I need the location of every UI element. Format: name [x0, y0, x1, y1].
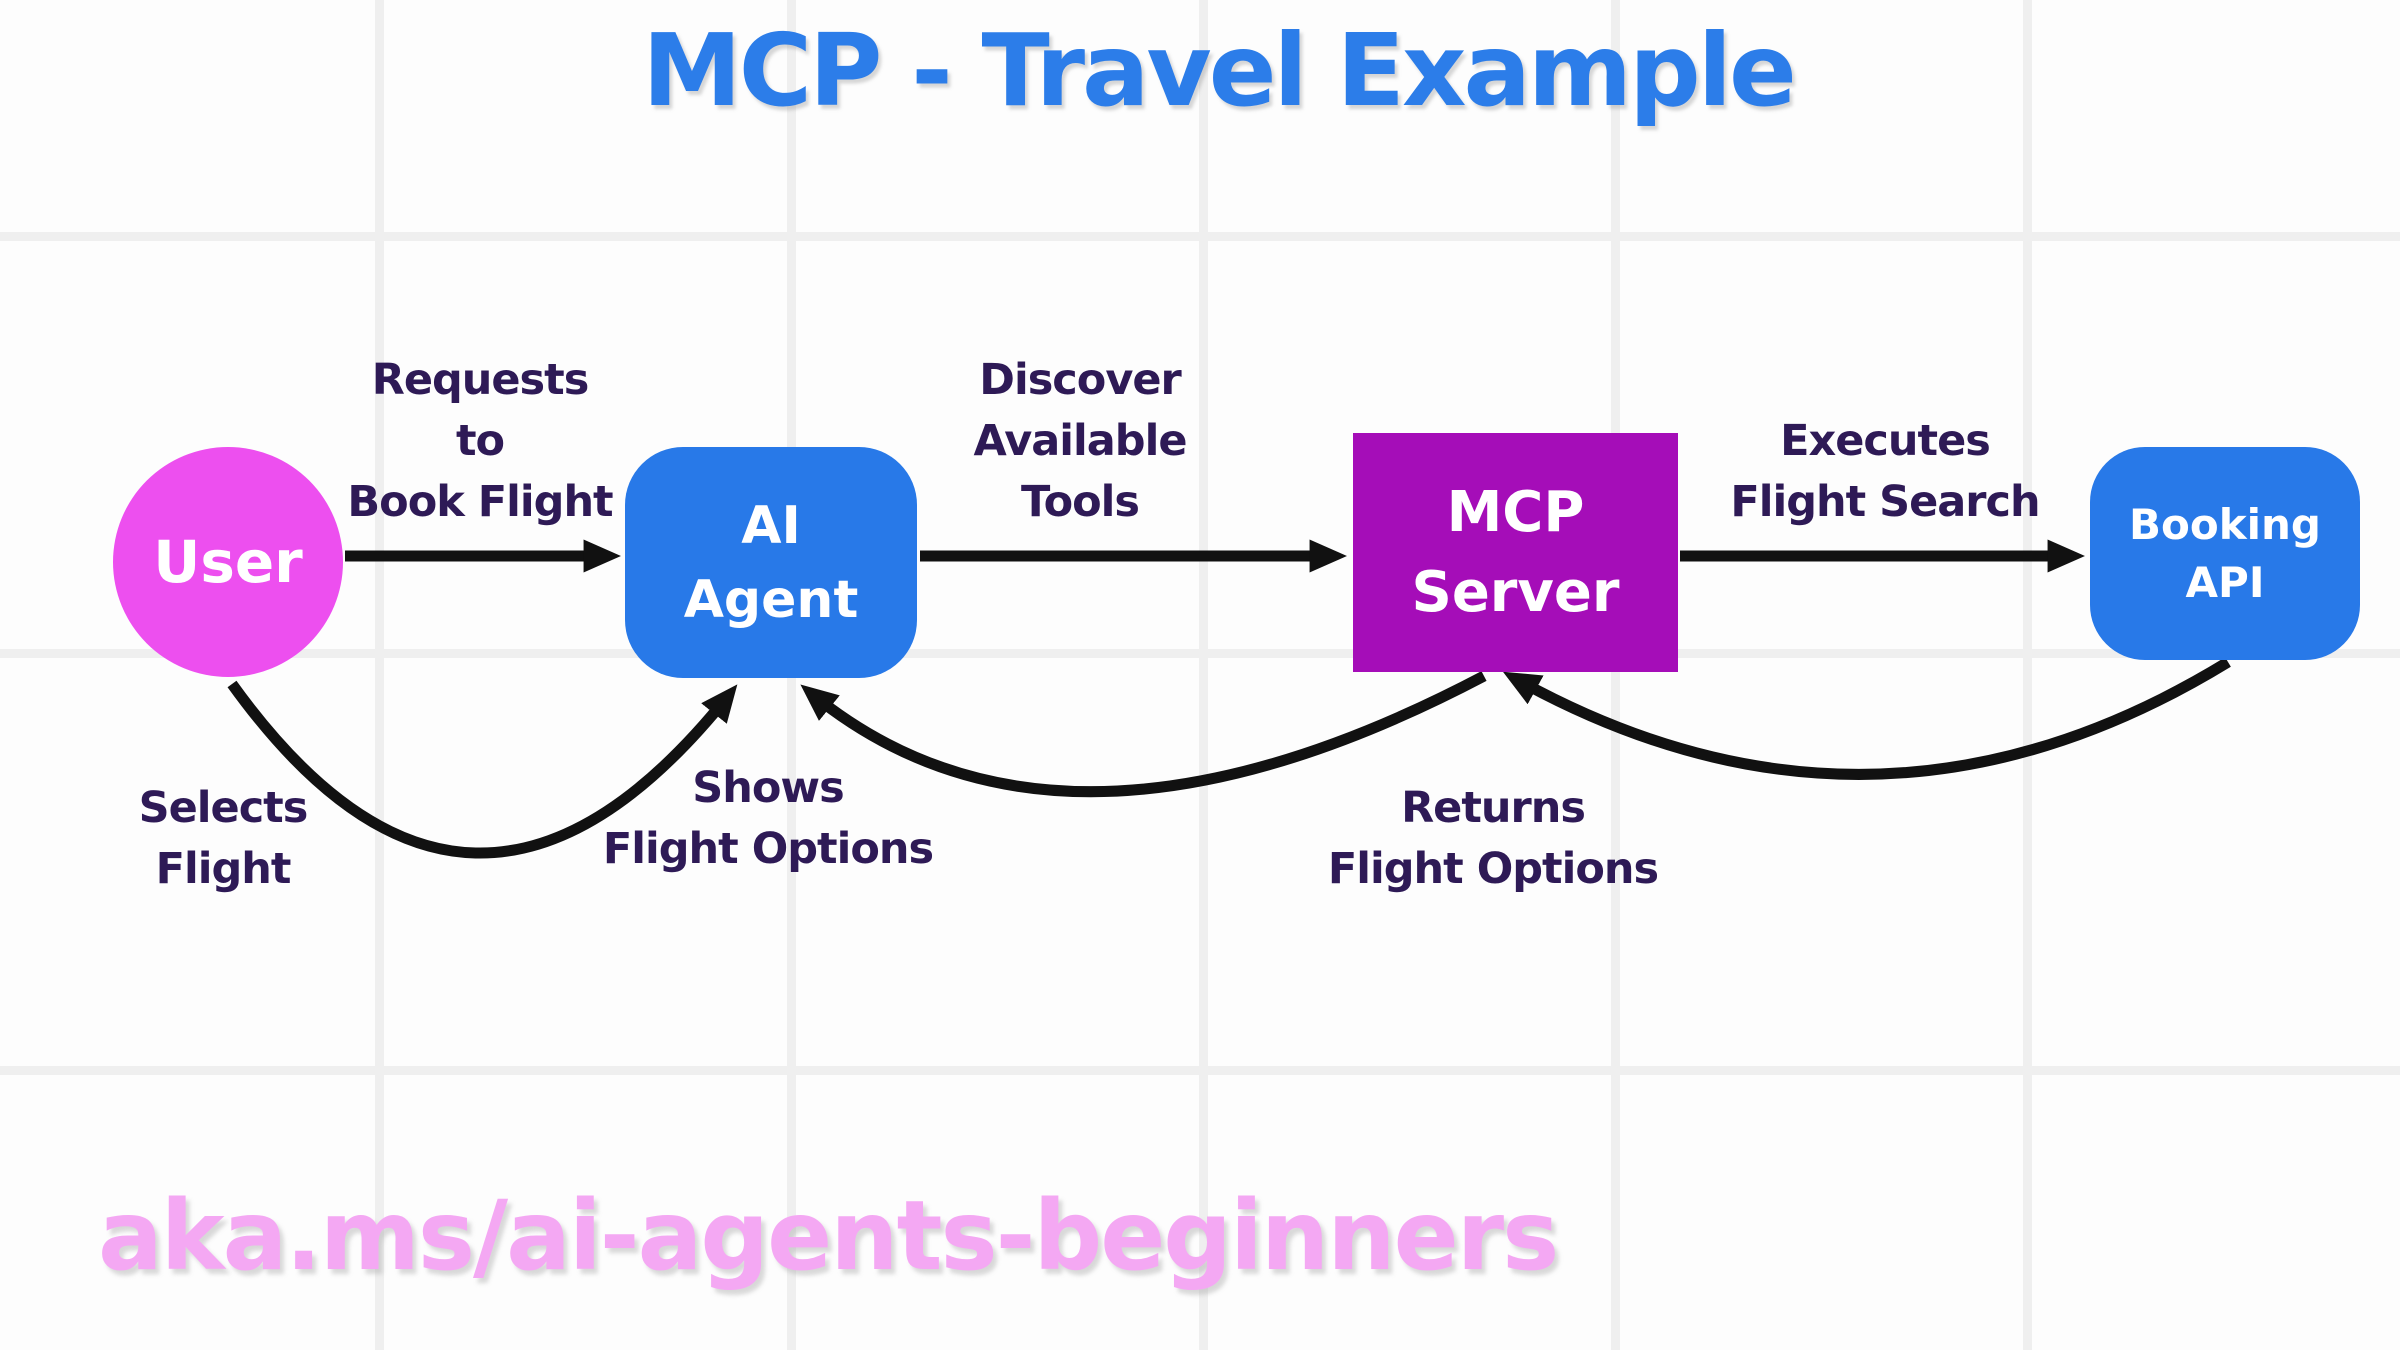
node-ai-agent: AI Agent	[625, 447, 917, 678]
edge-booking-api-returns-options	[1502, 657, 2231, 780]
edge-label-discover-available-tools: Discover Available Tools	[973, 355, 1188, 527]
edge-label-executes-flight-search: Executes Flight Search	[1730, 416, 2040, 527]
page-title: MCP - Travel Example	[642, 12, 1797, 129]
footer-link-text: aka.ms/ai-agents-beginners	[98, 1180, 1559, 1292]
node-booking-api: Booking API	[2090, 447, 2360, 660]
edge-label-requests-to-book-flight: Requests to Book Flight	[347, 355, 613, 527]
edge-label-returns-flight-options: Returns Flight Options	[1327, 783, 1659, 894]
edge-label-shows-flight-options: Shows Flight Options	[602, 763, 934, 874]
node-mcp-server: MCP Server	[1353, 433, 1678, 672]
node-user: User	[113, 447, 343, 677]
edge-label-selects-flight: Selects Flight	[138, 783, 309, 894]
